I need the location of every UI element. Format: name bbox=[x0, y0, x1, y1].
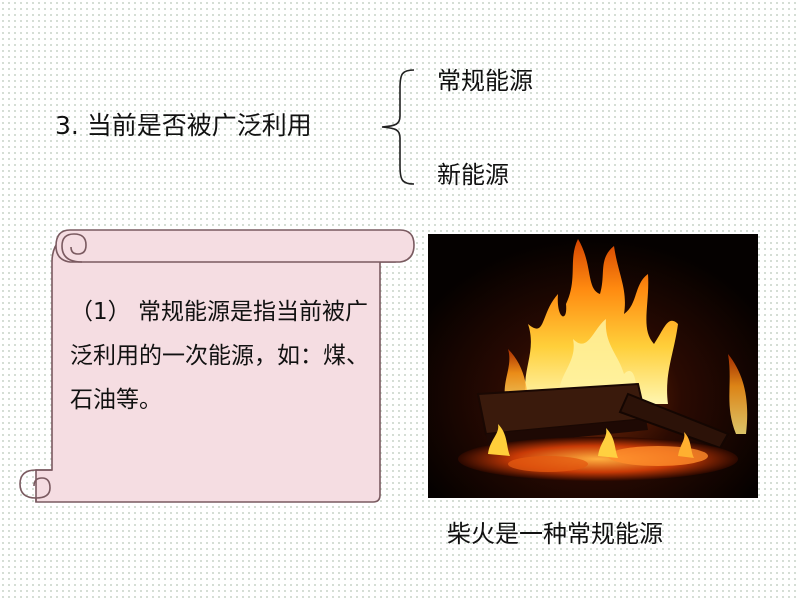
scroll-definition-text: （1） 常规能源是指当前被广泛利用的一次能源，如：煤、石油等。 bbox=[70, 299, 369, 413]
branch-label-conventional-energy: 常规能源 bbox=[437, 67, 533, 95]
photo-caption: 柴火是一种常规能源 bbox=[447, 520, 663, 548]
fire-illustration bbox=[428, 234, 758, 498]
fire-photo bbox=[428, 234, 758, 498]
section-heading: 3. 当前是否被广泛利用 bbox=[55, 111, 312, 140]
branch-label-new-energy: 新能源 bbox=[437, 161, 509, 189]
curly-brace bbox=[381, 69, 415, 185]
